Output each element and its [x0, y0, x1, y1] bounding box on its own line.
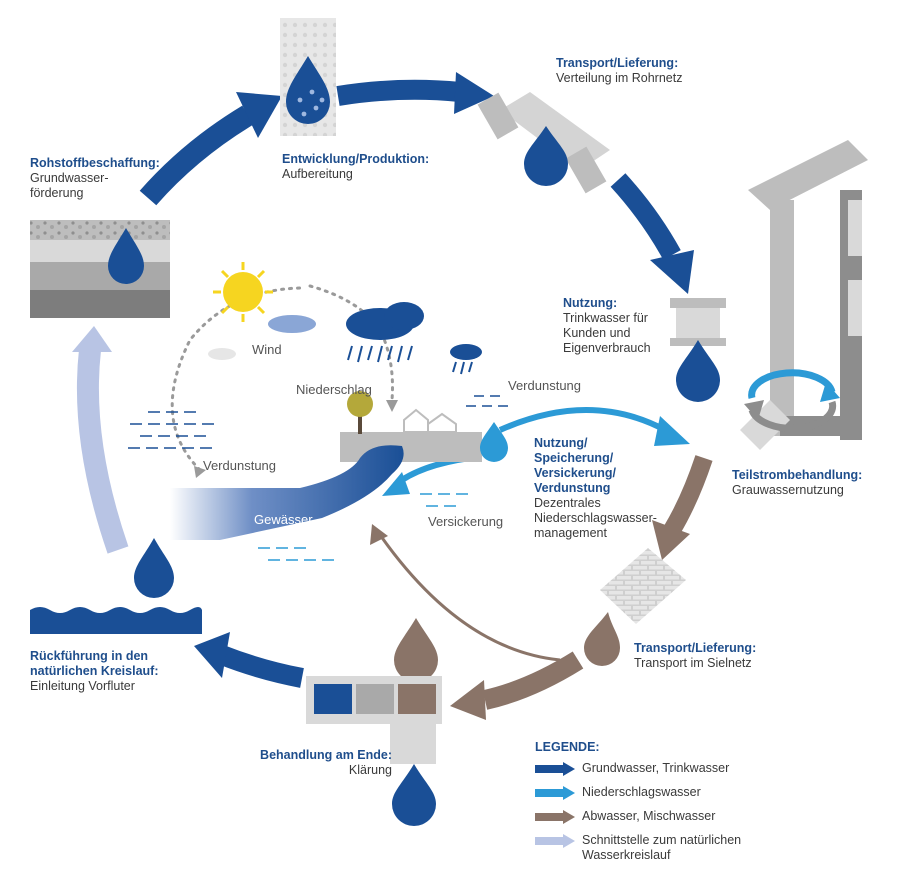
rueckfuehrung-text: Einleitung Vorfluter [30, 679, 135, 693]
arrow-wastewater-2 [450, 651, 584, 720]
arrow-groundwater-3 [610, 173, 694, 294]
sun-icon [213, 262, 273, 322]
label-rueckfuehrung: Rückführung in den natürlichen Kreislauf… [30, 649, 210, 694]
legend-item-precipitation: Niederschlagswasser [535, 784, 835, 808]
arrow-precipitation [382, 407, 690, 496]
rain-cloud-icon [346, 302, 424, 363]
legend-item-groundwater: Grundwasser, Trinkwasser [535, 760, 835, 784]
arrow-groundwater-1 [139, 92, 282, 206]
arrow-interface [72, 326, 129, 554]
label-teilstrom: Teilstrombehandlung: Grauwassernutzung [732, 468, 892, 498]
dezentral-text: Dezentrales Niederschlagswasser- managem… [534, 496, 657, 540]
dezentral-heading: Nutzung/ Speicherung/ Versickerung/ Verd… [534, 436, 616, 495]
evaporation-lines-left [128, 411, 214, 449]
natural-cycle [128, 262, 508, 561]
transport-top-heading: Transport/Lieferung: [556, 56, 679, 70]
label-rohstoffbeschaffung: Rohstoffbeschaffung: Grundwasser- förder… [30, 156, 190, 201]
label-nutzung: Nutzung: Trinkwasser für Kunden und Eige… [563, 296, 673, 356]
legend-title: LEGENDE: [535, 740, 600, 754]
houses-icon [403, 408, 457, 433]
label-transport-bottom: Transport/Lieferung: Transport im Sielne… [634, 641, 834, 671]
transport-bottom-text: Transport im Sielnetz [634, 656, 752, 670]
legend-arrow-icon [535, 810, 575, 824]
label-behandlung: Behandlung am Ende: Klärung [232, 748, 392, 778]
entwicklung-heading: Entwicklung/Produktion: [282, 152, 430, 166]
legend-label: Grundwasser, Trinkwasser [582, 761, 730, 775]
cloud-icon [268, 315, 316, 333]
tree-icon [347, 391, 373, 417]
legend-label: Niederschlagswasser [582, 785, 701, 799]
small-rain-cloud-icon [450, 344, 482, 375]
river [170, 445, 404, 540]
treatment-plant-graphic [306, 618, 442, 826]
entwicklung-text: Aufbereitung [282, 167, 353, 181]
legend-arrow-icon [535, 834, 575, 848]
arrow-wastewater-thin [370, 524, 561, 662]
behandlung-text: Klärung [348, 763, 392, 777]
rohstoff-heading: Rohstoffbeschaffung: [30, 156, 160, 170]
behandlung-heading: Behandlung am Ende: [260, 748, 392, 762]
legend-arrow-icon [535, 762, 575, 776]
legend-item-interface: Schnittstelle zum natürlichen Wasserkrei… [535, 832, 835, 864]
label-verdunstung-right: Verdunstung [508, 378, 582, 393]
label-niederschlag: Niederschlag [296, 382, 372, 397]
legend-arrow-icon [535, 786, 575, 800]
label-verdunstung-left: Verdunstung [203, 458, 277, 473]
legend-label: Abwasser, Mischwasser [582, 809, 716, 823]
teilstrom-heading: Teilstrombehandlung: [732, 468, 863, 482]
ground-layers-graphic [30, 220, 170, 318]
sewer-graphic [584, 548, 686, 666]
arrow-groundwater-return [194, 632, 304, 688]
label-entwicklung: Entwicklung/Produktion: Aufbereitung [282, 152, 482, 182]
rueckfuehrung-heading: Rückführung in den natürlichen Kreislauf… [30, 649, 159, 678]
tap-graphic [670, 298, 726, 402]
nutzung-text: Trinkwasser für Kunden und Eigenverbrauc… [563, 311, 651, 355]
transport-bottom-heading: Transport/Lieferung: [634, 641, 757, 655]
legend-item-wastewater: Abwasser, Mischwasser [535, 808, 835, 832]
nutzung-heading: Nutzung: [563, 296, 618, 310]
rohstoff-text: Grundwasser- förderung [30, 171, 109, 200]
label-versickerung: Versickerung [428, 514, 504, 529]
label-dezentral: Nutzung/ Speicherung/ Versickerung/ Verd… [534, 436, 674, 541]
transport-top-text: Verteilung im Rohrnetz [556, 71, 683, 85]
label-transport-top: Transport/Lieferung: Verteilung im Rohrn… [556, 56, 756, 86]
arrow-groundwater-2 [336, 72, 494, 114]
label-gewaesser: Gewässer [254, 512, 313, 527]
water-surface-graphic [30, 538, 202, 634]
house-graphic [740, 140, 868, 450]
legend: LEGENDE: Grundwasser, Trinkwasser Nieder… [535, 740, 835, 864]
filter-column-graphic [280, 18, 336, 136]
legend-label: Schnittstelle zum natürlichen Wasserkrei… [582, 833, 742, 862]
arrow-wastewater-1 [652, 455, 713, 560]
teilstrom-text: Grauwassernutzung [732, 483, 844, 497]
label-wind: Wind [252, 342, 282, 357]
pipe-graphic [477, 92, 610, 194]
